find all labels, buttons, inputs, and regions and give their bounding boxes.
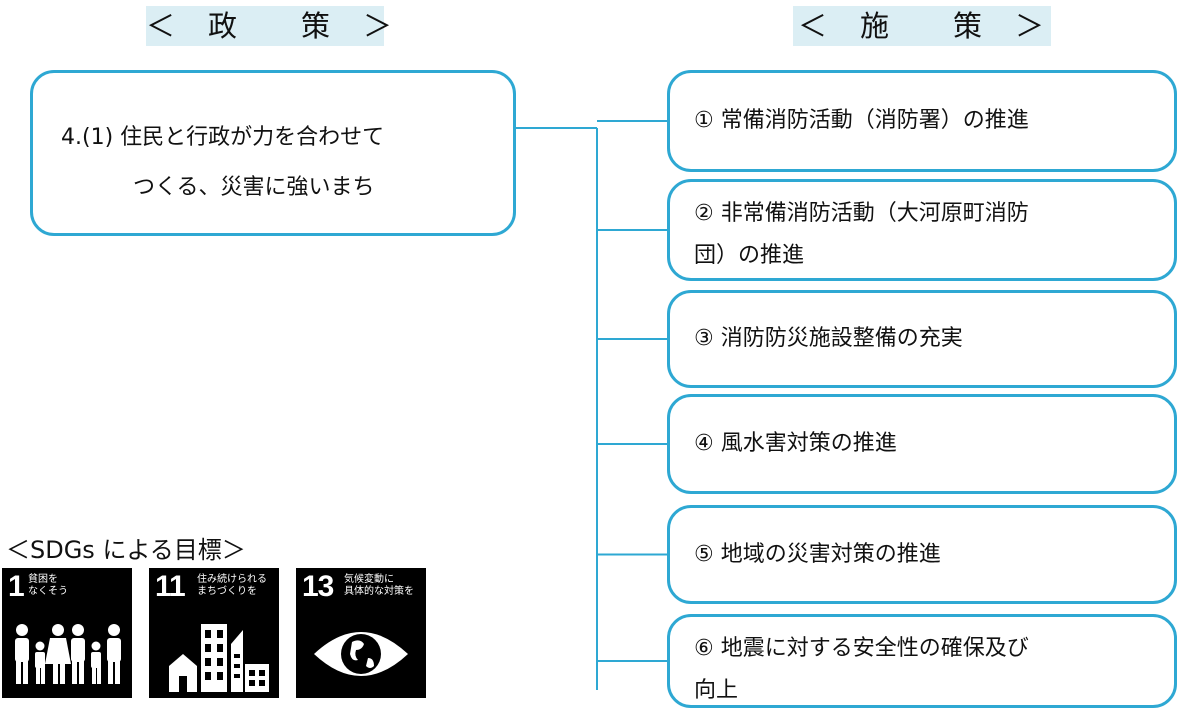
sdg-goal-label-line: 気候変動に: [344, 574, 394, 585]
policy-text-line1: 4.(1) 住民と行政が力を合わせて: [61, 125, 385, 150]
measures-header: ＜ 施 策 ＞: [793, 6, 1051, 46]
measure-text-line: ② 非常備消防活動（大河原町消防: [694, 201, 1029, 226]
policy-box: 4.(1) 住民と行政が力を合わせて つくる、災害に強いまち: [30, 70, 516, 236]
eye-globe-icon: [314, 632, 408, 676]
sdg-goal-label-line: まちづくりを: [197, 586, 257, 597]
sdg-goal-11-tile: 11 住み続けられるまちづくりを: [149, 568, 279, 698]
sdg-goal-1-tile: 1 貧困をなくそう: [2, 568, 132, 698]
sdg-goal-number: 11: [155, 570, 186, 603]
sdg-goal-number: 1: [8, 570, 25, 603]
sdg-goal-label-line: 具体的な対策を: [344, 586, 414, 597]
sdg-goal-label-line: なくそう: [28, 586, 68, 597]
sdg-goal-label-line: 貧困を: [28, 574, 58, 585]
city-buildings-icon: [169, 624, 269, 692]
measure-text-line: ① 常備消防活動（消防署）の推進: [694, 108, 1029, 133]
sdg-goal-label-line: 住み続けられる: [197, 574, 267, 585]
sdg-goal-label: 貧困をなくそう: [28, 574, 104, 598]
measure-box-3: ③ 消防防災施設整備の充実: [667, 290, 1177, 388]
measure-text-line: ③ 消防防災施設整備の充実: [694, 326, 963, 351]
measure-text-line: ⑤ 地域の災害対策の推進: [694, 541, 941, 567]
sdg-goal-13-tile: 13 気候変動に具体的な対策を: [296, 568, 426, 698]
measure-box-1: ① 常備消防活動（消防署）の推進: [667, 70, 1177, 172]
sdg-title: ＜SDGs による目標＞: [6, 536, 246, 564]
measure-box-6: ⑥ 地震に対する安全性の確保及び向上: [667, 614, 1177, 708]
measure-box-5: ⑤ 地域の災害対策の推進: [667, 505, 1177, 604]
measure-text-line: 団）の推進: [694, 243, 805, 268]
measure-text-line: 向上: [694, 678, 739, 703]
measure-text-line: ④ 風水害対策の推進: [694, 431, 897, 456]
family-icon: [15, 624, 121, 684]
policy-header: ＜ 政 策 ＞: [146, 6, 392, 46]
sdg-goal-label: 住み続けられるまちづくりを: [197, 574, 273, 598]
measure-text-line: ⑥ 地震に対する安全性の確保及び: [694, 636, 1029, 661]
sdg-goal-label: 気候変動に具体的な対策を: [344, 574, 420, 598]
measure-box-4: ④ 風水害対策の推進: [667, 394, 1177, 494]
policy-text-line2: つくる、災害に強いまち: [133, 175, 375, 200]
sdg-goal-number: 13: [302, 570, 334, 603]
measure-box-2: ② 非常備消防活動（大河原町消防団）の推進: [667, 179, 1177, 281]
